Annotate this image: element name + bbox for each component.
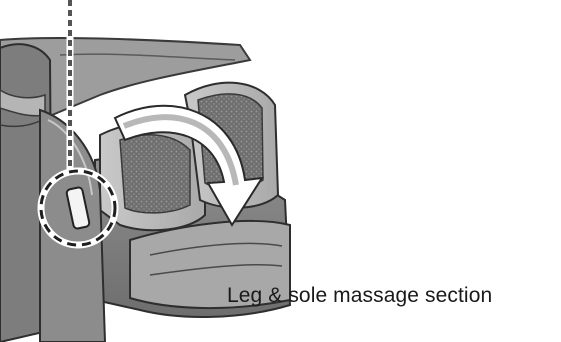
figure-caption: Leg & sole massage section xyxy=(227,284,492,308)
